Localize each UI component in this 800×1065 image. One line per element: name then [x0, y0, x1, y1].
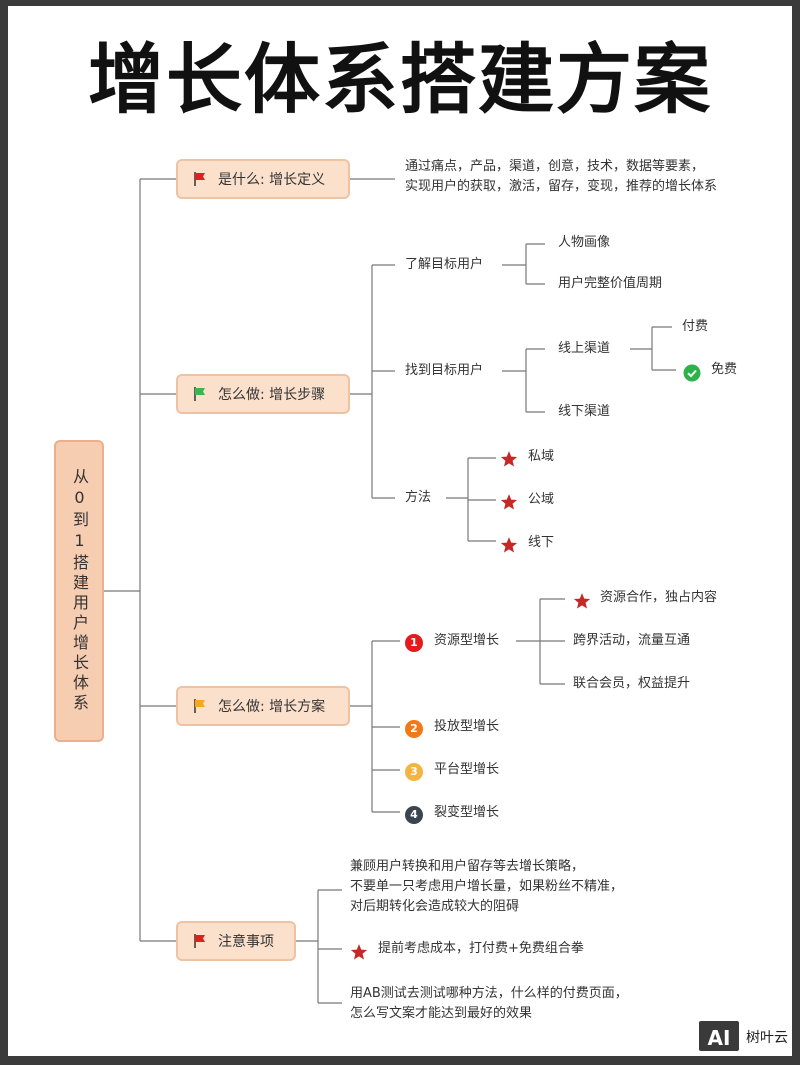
- definition-line-1: 通过痛点，产品，渠道，创意，技术，数据等要素，: [405, 159, 705, 174]
- branch-notes[interactable]: 注意事项: [176, 921, 296, 961]
- star-icon: [500, 451, 518, 467]
- leaf-free[interactable]: 免费: [711, 362, 738, 377]
- resource-item-3[interactable]: 联合会员，权益提升: [573, 676, 691, 691]
- step-methods[interactable]: 方法: [405, 490, 432, 505]
- leaf-paid[interactable]: 付费: [682, 319, 709, 334]
- resource-item-2[interactable]: 跨界活动，流量互通: [573, 633, 691, 648]
- root-label: 从0到1搭建用户增长体系: [70, 468, 89, 714]
- method-private[interactable]: 私域: [528, 449, 555, 464]
- plan-viral[interactable]: 裂变型增长: [434, 805, 500, 820]
- method-public[interactable]: 公域: [528, 492, 555, 507]
- leaf-persona[interactable]: 人物画像: [558, 235, 611, 250]
- plan-ads[interactable]: 投放型增长: [434, 719, 500, 734]
- check-circle-icon: [683, 364, 701, 382]
- watermark-text: 树叶云: [746, 1030, 788, 1046]
- branch-label: 怎么做: 增长方案: [218, 699, 326, 715]
- resource-item-1[interactable]: 资源合作，独占内容: [600, 590, 718, 605]
- note-3-line-1: 用AB测试去测试哪种方法，什么样的付费页面，: [350, 986, 628, 1001]
- red-flag-icon: [194, 172, 205, 186]
- number-badge-1: 1: [405, 634, 423, 652]
- note-1-line-2: 不要单一只考虑用户增长量，如果粉丝不精准，: [350, 879, 624, 894]
- red-flag-icon: [194, 934, 205, 948]
- plan-resource[interactable]: 资源型增长: [434, 633, 500, 648]
- branch-steps[interactable]: 怎么做: 增长步骤: [176, 374, 350, 414]
- channel-offline[interactable]: 线下渠道: [558, 404, 611, 419]
- root-node[interactable]: 从0到1搭建用户增长体系: [54, 440, 104, 742]
- star-icon: [350, 944, 368, 960]
- watermark-logo: AI: [697, 1019, 741, 1053]
- leaf-lifecycle[interactable]: 用户完整价值周期: [558, 276, 663, 291]
- method-offline[interactable]: 线下: [528, 535, 555, 550]
- number-badge-3: 3: [405, 763, 423, 781]
- star-icon: [573, 593, 591, 609]
- orange-flag-icon: [194, 699, 205, 713]
- note-3-line-2: 怎么写文案才能达到最好的效果: [350, 1006, 533, 1021]
- note-1-line-3: 对后期转化会造成较大的阻碍: [350, 899, 520, 914]
- note-2: 提前考虑成本，打付费+免费组合拳: [378, 941, 584, 956]
- plan-platform[interactable]: 平台型增长: [434, 762, 500, 777]
- star-icon: [500, 537, 518, 553]
- star-icon: [500, 494, 518, 510]
- definition-line-2: 实现用户的获取，激活，留存，变现，推荐的增长体系: [405, 179, 718, 194]
- branch-label: 是什么: 增长定义: [218, 172, 326, 188]
- note-1-line-1: 兼顾用户转换和用户留存等去增长策略，: [350, 859, 585, 874]
- branch-label: 怎么做: 增长步骤: [218, 387, 326, 403]
- page-title: 增长体系搭建方案: [88, 35, 712, 124]
- branch-plan[interactable]: 怎么做: 增长方案: [176, 686, 350, 726]
- branch-label: 注意事项: [218, 934, 274, 950]
- green-flag-icon: [194, 387, 205, 401]
- step-find-users[interactable]: 找到目标用户: [405, 363, 484, 378]
- number-badge-4: 4: [405, 806, 423, 824]
- channel-online[interactable]: 线上渠道: [558, 341, 611, 356]
- step-understand-users[interactable]: 了解目标用户: [405, 257, 484, 272]
- number-badge-2: 2: [405, 720, 423, 738]
- branch-definition[interactable]: 是什么: 增长定义: [176, 159, 350, 199]
- page-background: [8, 6, 792, 1056]
